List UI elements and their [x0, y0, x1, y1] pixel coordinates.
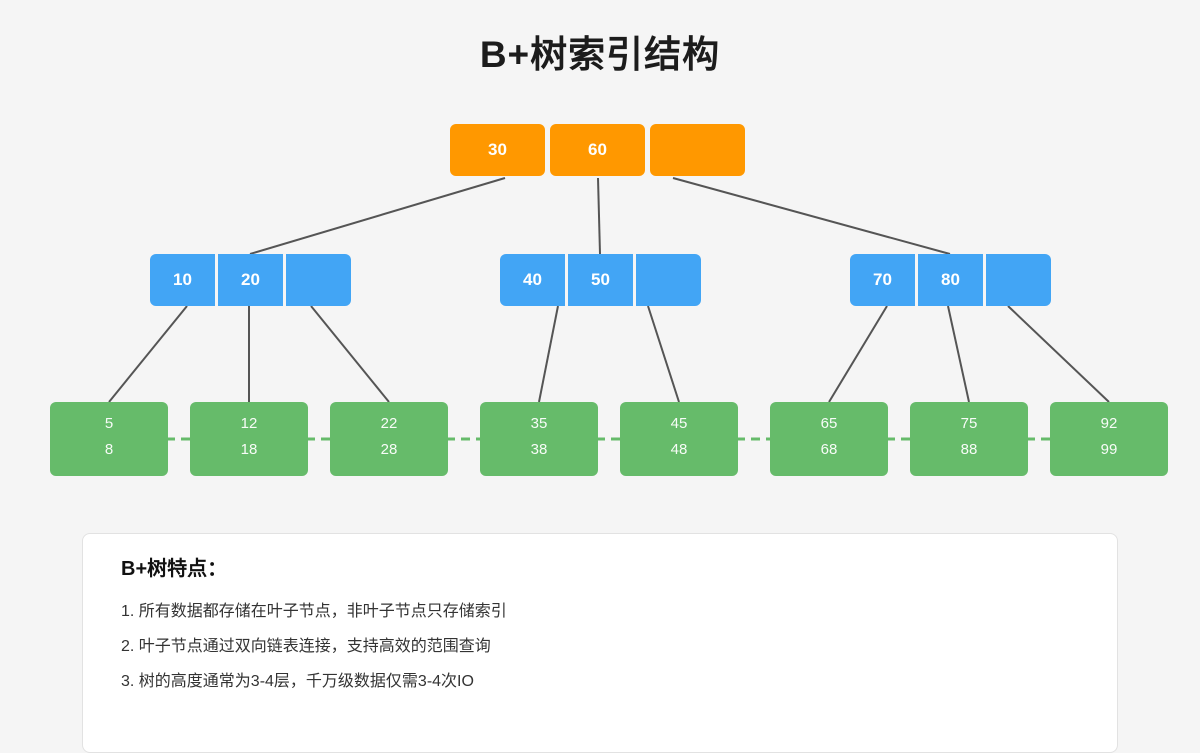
leaf-value: 45 [670, 415, 688, 432]
key-cell: 20 [218, 254, 283, 306]
leaf-value: 12 [240, 415, 258, 432]
feature-item: 3. 树的高度通常为3-4层，千万级数据仅需3-4次IO [121, 673, 474, 690]
leaf-node-2: 12 18 [190, 402, 308, 476]
branch-line [597, 177, 601, 255]
key-cell-empty [636, 254, 701, 306]
internal-node-3: 70 80 [850, 254, 1051, 306]
leaf-node-3: 22 28 [330, 402, 448, 476]
branch-line [828, 305, 888, 403]
key-cell: 50 [568, 254, 633, 306]
branch-line [249, 177, 506, 255]
feature-item: 1. 所有数据都存储在叶子节点，非叶子节点只存储索引 [121, 603, 507, 620]
leaf-value: 22 [380, 415, 398, 432]
key-cell: 30 [450, 124, 545, 176]
leaf-value: 65 [820, 415, 838, 432]
branch-line [538, 305, 559, 403]
internal-node-2: 40 50 [500, 254, 701, 306]
key-cell: 60 [550, 124, 645, 176]
key-cell-empty [650, 124, 745, 176]
leaf-value: 48 [670, 441, 688, 458]
key-cell: 80 [918, 254, 983, 306]
branch-line [947, 305, 970, 403]
leaf-value: 8 [104, 441, 114, 458]
leaf-value: 75 [960, 415, 978, 432]
leaf-value: 38 [530, 441, 548, 458]
features-heading: B+树特点： [121, 558, 228, 580]
leaf-node-4: 35 38 [480, 402, 598, 476]
leaf-value: 92 [1100, 415, 1118, 432]
tree-connectors [108, 177, 1110, 441]
leaf-node-6: 65 68 [770, 402, 888, 476]
page-title: B+树索引结构 [479, 34, 721, 75]
leaf-node-5: 45 48 [620, 402, 738, 476]
key-cell: 70 [850, 254, 915, 306]
leaf-value: 35 [530, 415, 548, 432]
leaf-value: 99 [1100, 441, 1118, 458]
feature-item: 2. 叶子节点通过双向链表连接，支持高效的范围查询 [121, 638, 491, 655]
branch-line [1007, 305, 1110, 403]
features-card: B+树特点： 1. 所有数据都存储在叶子节点，非叶子节点只存储索引 2. 叶子节… [82, 533, 1118, 753]
leaf-node-1: 5 8 [50, 402, 168, 476]
leaf-value: 18 [240, 441, 258, 458]
root-node: 30 60 [450, 124, 745, 176]
key-cell: 40 [500, 254, 565, 306]
key-cell: 10 [150, 254, 215, 306]
key-cell-empty [986, 254, 1051, 306]
internal-node-1: 10 20 [150, 254, 351, 306]
branch-line [108, 305, 188, 403]
branch-line [310, 305, 390, 403]
leaf-node-8: 92 99 [1050, 402, 1168, 476]
leaf-value: 5 [104, 415, 114, 432]
leaf-value: 68 [820, 441, 838, 458]
key-cell-empty [286, 254, 351, 306]
leaf-value: 28 [380, 441, 398, 458]
leaf-node-7: 75 88 [910, 402, 1028, 476]
leaf-value: 88 [960, 441, 978, 458]
branch-line [672, 177, 951, 255]
branch-line [647, 305, 680, 403]
